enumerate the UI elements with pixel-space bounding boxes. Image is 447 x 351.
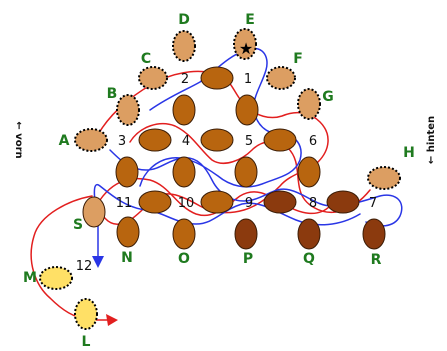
bead-3-4 (138, 128, 172, 152)
bead-p (234, 218, 258, 250)
left-side-label: ← vorn (13, 121, 24, 158)
bead-l (74, 298, 98, 330)
number-label: 1 (244, 72, 252, 87)
number-label: 2 (181, 72, 189, 87)
bead-6-8 (297, 156, 321, 188)
number-label: 7 (369, 196, 377, 211)
red-arrowhead (106, 314, 118, 326)
bead-s (82, 196, 106, 228)
letter-label: H (403, 145, 415, 161)
bead-o (172, 218, 196, 250)
bead-1-5 (235, 94, 259, 126)
letter-label: B (107, 86, 118, 102)
svg-text:← hinten: ← hinten (426, 116, 437, 164)
letter-label: D (178, 12, 190, 28)
letter-label: L (82, 334, 91, 350)
red-thread-exit (30, 195, 115, 321)
bead-r (362, 218, 386, 250)
letter-label: P (243, 251, 253, 267)
number-label: 6 (309, 134, 317, 149)
bead-q (297, 218, 321, 250)
right-side-label: ← hinten (426, 116, 437, 164)
letter-label: F (293, 51, 303, 67)
bead-d (172, 30, 196, 62)
bead-b (116, 94, 140, 126)
number-label: 11 (116, 196, 133, 211)
letter-label: C (141, 51, 151, 67)
bead-10-9 (200, 190, 234, 214)
letter-label: N (121, 250, 133, 266)
blue-arrowhead (92, 256, 104, 268)
bead-f (266, 66, 296, 90)
letter-label: R (371, 252, 382, 268)
bead-11-10 (138, 190, 172, 214)
bead-n (116, 216, 140, 248)
bead-2-1 (200, 66, 234, 90)
letter-label: G (322, 89, 334, 105)
number-label: 10 (178, 196, 195, 211)
svg-text:← vorn: ← vorn (13, 121, 24, 158)
letter-label: S (73, 217, 83, 233)
number-label: 8 (309, 196, 317, 211)
letter-label: A (59, 133, 70, 149)
bead-h (367, 166, 401, 190)
bead-8-7 (326, 190, 360, 214)
bead-m (39, 266, 73, 290)
number-label: 5 (245, 134, 253, 149)
bead-a (74, 128, 108, 152)
bead-3-11 (115, 156, 139, 188)
letter-label: E (245, 12, 255, 28)
bead-4-10 (172, 156, 196, 188)
number-label: 12 (76, 259, 93, 274)
start-star-icon: ★ (239, 39, 253, 58)
number-label: 3 (118, 134, 126, 149)
bead-9-8 (263, 190, 297, 214)
letter-label: Q (303, 251, 315, 267)
blue-thread-exit (93, 183, 361, 263)
bead-5-9 (234, 156, 258, 188)
number-label: 4 (182, 134, 190, 149)
bead-4-5 (200, 128, 234, 152)
blue-thread-lower (109, 149, 403, 227)
bead-c (138, 66, 168, 90)
bead-5-6 (263, 128, 297, 152)
bead-e (233, 28, 257, 60)
bead-g (297, 88, 321, 120)
letter-label: O (178, 251, 190, 267)
letter-label: M (23, 270, 37, 286)
number-label: 9 (245, 196, 253, 211)
bead-2-4 (172, 94, 196, 126)
